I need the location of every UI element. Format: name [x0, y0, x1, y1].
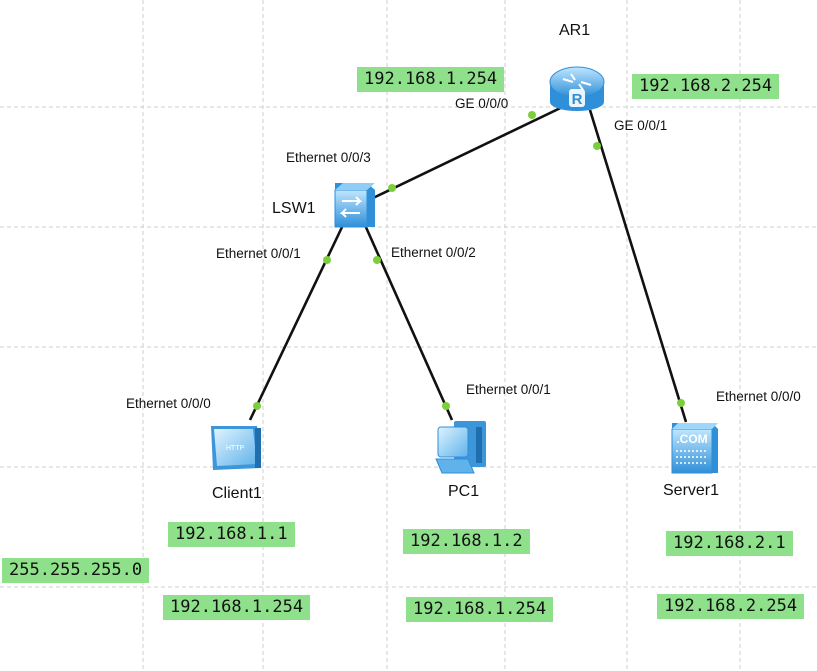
- gateway-label-pc: 192.168.1.254: [406, 597, 554, 622]
- port-label-router-g0: GE 0/0/0: [455, 96, 509, 111]
- client-name: Client1: [212, 485, 262, 502]
- ip-label-router-g0: 192.168.1.254: [357, 67, 505, 92]
- ip-label-pc: 192.168.1.2: [403, 529, 530, 554]
- port-dot-switch-e2: [373, 256, 381, 264]
- gateway-label-server: 192.168.2.254: [657, 594, 805, 619]
- port-label-client-e0: Ethernet 0/0/0: [126, 396, 211, 411]
- port-dot-switch-e1: [323, 256, 331, 264]
- port-dot-switch-e3: [388, 184, 396, 192]
- link-router-server[interactable]: [588, 109, 688, 423]
- svg-text:R: R: [572, 91, 583, 108]
- router-name: AR1: [559, 22, 591, 39]
- port-label-switch-e1: Ethernet 0/0/1: [216, 246, 301, 261]
- port-dot-client-e0: [253, 402, 261, 410]
- switch-name: LSW1: [272, 200, 316, 217]
- server-icon-text: .COM: [676, 432, 707, 446]
- ip-label-server: 192.168.2.1: [666, 531, 793, 556]
- port-label-router-g1: GE 0/0/1: [614, 118, 668, 133]
- dns-server-icon[interactable]: .COM: [671, 423, 718, 474]
- subnet-mask-label: 255.255.255.0: [2, 558, 150, 583]
- port-label-pc-e1: Ethernet 0/0/1: [466, 382, 551, 397]
- link-router-switch[interactable]: [372, 99, 576, 200]
- http-client-icon[interactable]: HTTP: [211, 426, 261, 470]
- router-icon[interactable]: R: [549, 66, 605, 111]
- ip-label-client: 192.168.1.1: [168, 522, 295, 547]
- client-icon-text: HTTP: [226, 445, 245, 452]
- gateway-label-client: 192.168.1.254: [163, 595, 311, 620]
- port-label-switch-e3: Ethernet 0/0/3: [286, 150, 371, 165]
- switch-icon[interactable]: [334, 183, 375, 228]
- port-dot-router-g0: [528, 111, 536, 119]
- port-label-server-e0: Ethernet 0/0/0: [716, 389, 801, 404]
- port-label-switch-e2: Ethernet 0/0/2: [391, 245, 476, 260]
- port-dot-server-e0: [677, 399, 685, 407]
- port-dot-router-g1: [593, 142, 601, 150]
- ip-label-router-g1: 192.168.2.254: [632, 74, 780, 99]
- pc-icon[interactable]: [435, 421, 486, 474]
- port-dot-pc-e1: [442, 402, 450, 410]
- server-name: Server1: [663, 482, 720, 499]
- pc-name: PC1: [448, 483, 480, 500]
